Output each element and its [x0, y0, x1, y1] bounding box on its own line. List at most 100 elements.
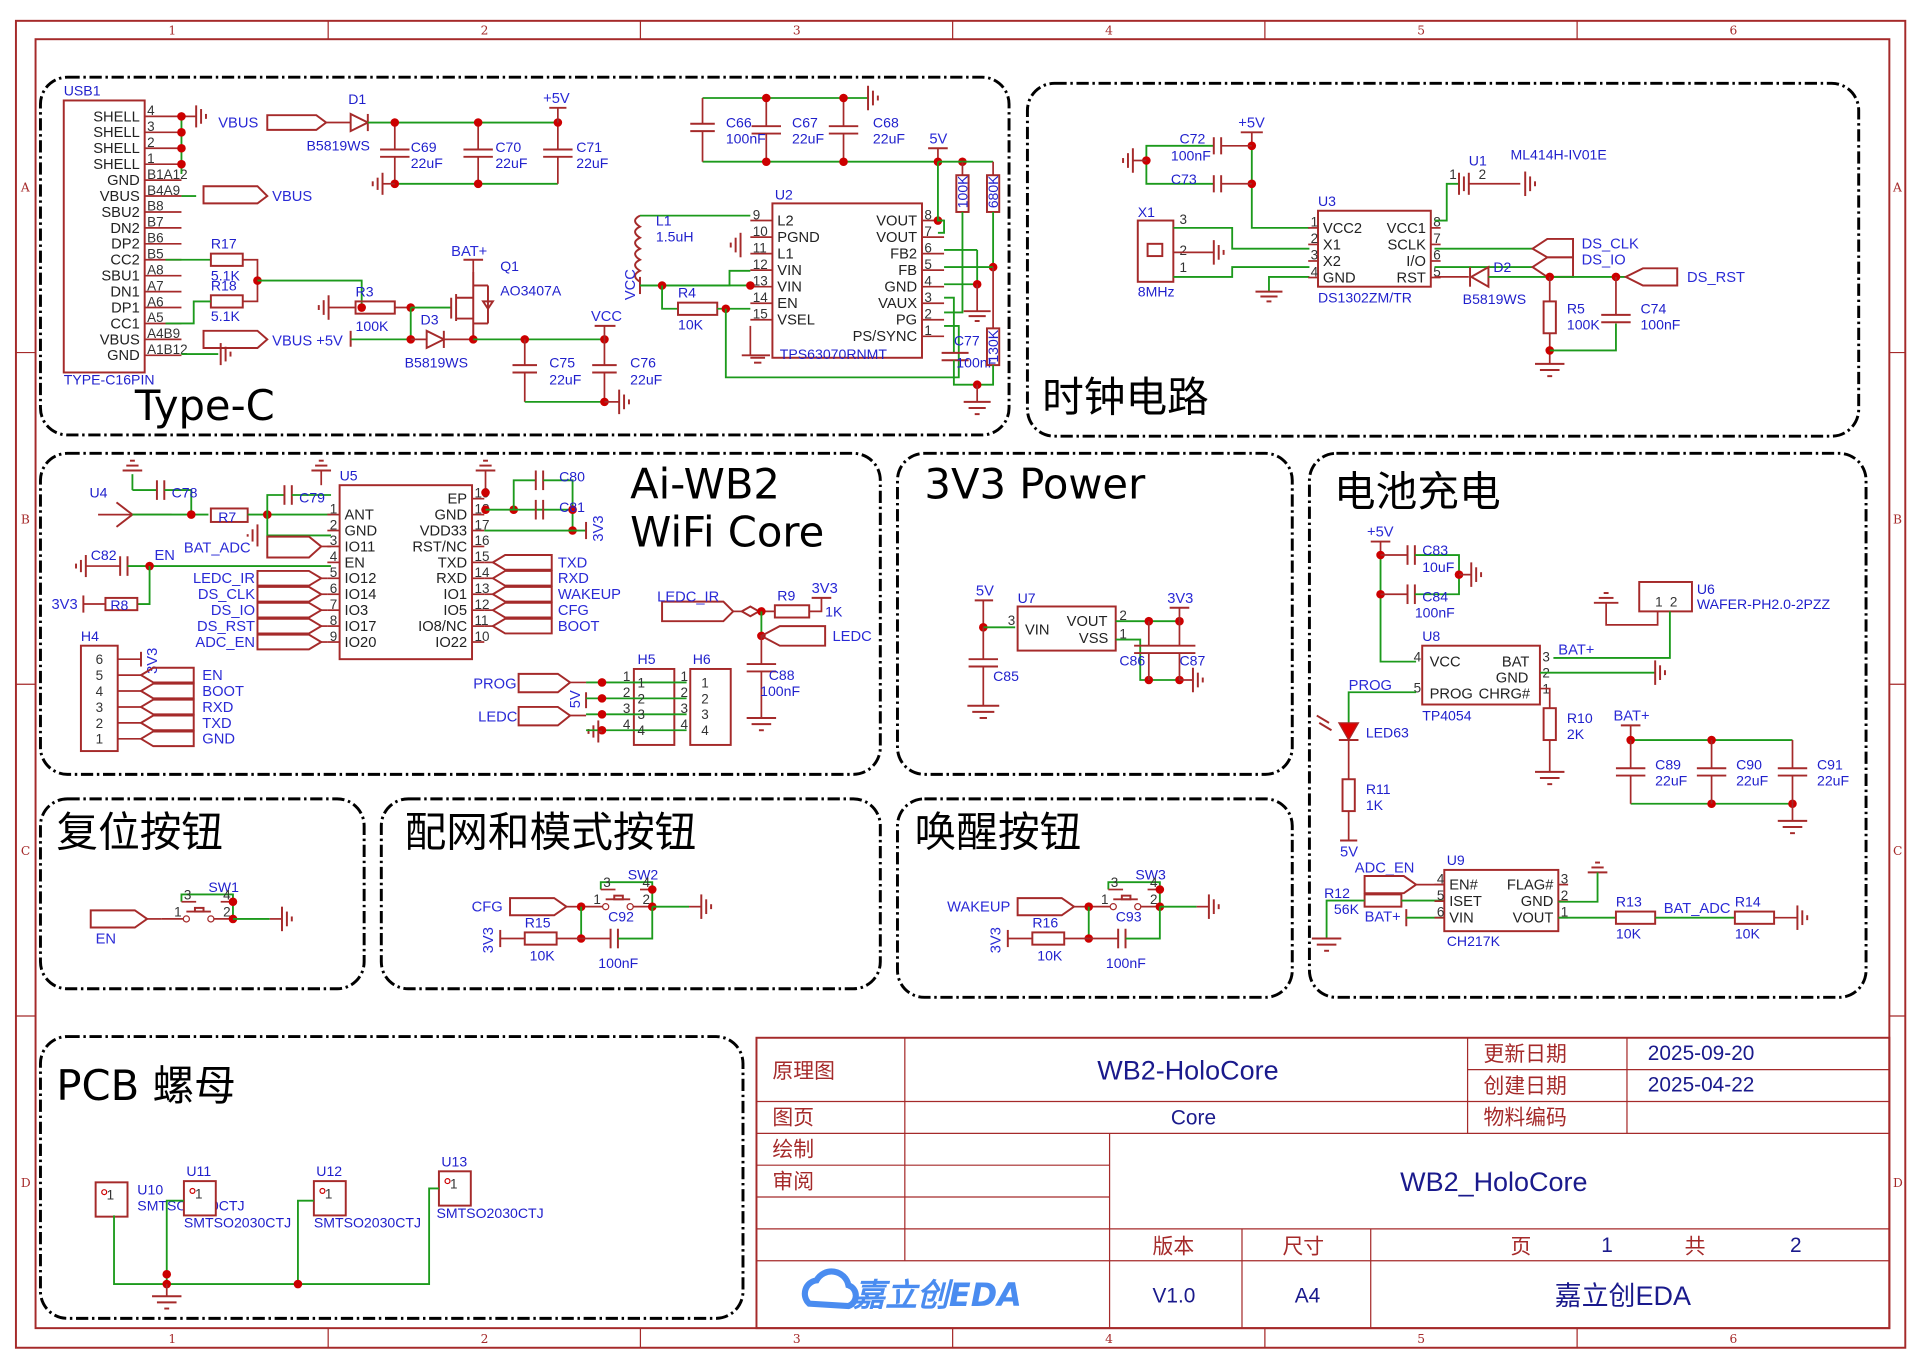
net-label: ADC_EN [195, 635, 255, 651]
usb1-pin-number: 1 [147, 151, 155, 166]
resistor-val: 10K [1037, 948, 1063, 964]
ground-icon [750, 356, 766, 364]
u6-pin2: 2 [1670, 594, 1678, 609]
pin-name: IO20 [345, 635, 377, 651]
r12-resistor[interactable] [1363, 893, 1403, 908]
u8-body[interactable] [1421, 644, 1541, 706]
r680k-val: 680K [985, 175, 1001, 208]
r18-resistor[interactable] [209, 294, 244, 309]
l1-inductor[interactable] [634, 214, 643, 283]
u9-bat-adc-label: BAT_ADC [1664, 901, 1731, 917]
u7-pin3: 3 [1008, 613, 1016, 628]
u9-ref: U9 [1447, 852, 1465, 868]
usb1-body[interactable] [62, 99, 146, 374]
u7-vout: VOUT [1067, 614, 1108, 630]
ground-icon [317, 295, 330, 320]
switch-pin: 4 [223, 887, 231, 902]
h6-pin-number: 3 [680, 701, 688, 716]
nut-body[interactable] [182, 1180, 217, 1217]
nut-part: SMTSO2030CTJ [184, 1215, 291, 1231]
column-label: 6 [1730, 1332, 1738, 1346]
h4-connector[interactable] [79, 644, 119, 753]
nut-body[interactable] [312, 1180, 347, 1217]
led63-icon[interactable] [1337, 722, 1360, 742]
r5-resistor[interactable] [1542, 300, 1557, 335]
net-flag [256, 601, 324, 619]
net-flag [256, 633, 324, 651]
d2-diode[interactable] [1469, 265, 1490, 289]
u2-ref: U2 [775, 187, 793, 203]
net-flag [490, 585, 553, 603]
switch-ref: SW2 [628, 867, 659, 883]
x1-crystal[interactable] [1136, 219, 1175, 283]
nut-body[interactable] [94, 1181, 129, 1218]
tb-sheet-value: 1 [1601, 1234, 1613, 1257]
pin-number: 8 [1433, 215, 1441, 230]
d1-diode[interactable] [349, 112, 371, 133]
pin-number: 1 [1311, 215, 1319, 230]
c84-val: 100nF [1415, 605, 1455, 621]
usb1-pin-name: SHELL [93, 109, 140, 125]
pin-number: 6 [924, 240, 932, 255]
u3-body[interactable] [1317, 209, 1432, 288]
r9-3v3-label: 3V3 [812, 581, 838, 597]
u9-body[interactable] [1443, 868, 1560, 933]
usb1-pin-number: A8 [147, 262, 163, 277]
switch-ref: SW3 [1135, 867, 1166, 883]
r9-resistor[interactable] [773, 604, 811, 619]
batt-prog-label: PROG [1349, 678, 1392, 694]
h6-connector[interactable] [689, 667, 732, 746]
column-label: 4 [1105, 1332, 1113, 1346]
d3-diode[interactable] [425, 329, 447, 350]
pin-name: GND [1323, 270, 1356, 286]
batp-label: BAT+ [451, 244, 487, 260]
r13-resistor[interactable] [1614, 910, 1657, 925]
pin-name: VIN [777, 263, 801, 279]
r11-resistor[interactable] [1341, 778, 1356, 813]
switch-pin: 4 [1150, 875, 1158, 890]
switch-net-label: EN [96, 931, 116, 947]
u2-body[interactable] [771, 202, 923, 359]
tb-size-label: 尺寸 [1282, 1234, 1324, 1258]
ledc-ir-flag [661, 600, 735, 623]
r10-ref: R10 [1567, 710, 1593, 726]
capacitor-ref: C92 [608, 908, 634, 924]
usb1-part: TYPE-C16PIN [64, 372, 155, 388]
c76-val: 22uF [630, 372, 662, 388]
r11-ref: R11 [1366, 781, 1391, 797]
pin-number: 17 [474, 517, 489, 532]
r17-resistor[interactable] [209, 252, 244, 267]
switch-pin: 4 [642, 875, 650, 890]
u6-connector[interactable] [1638, 581, 1693, 613]
pin-number: 15 [753, 307, 768, 322]
r4-resistor[interactable] [677, 301, 719, 316]
nut-body[interactable] [437, 1170, 472, 1207]
r14-resistor[interactable] [1733, 910, 1776, 925]
u8-num-4: 4 [1414, 650, 1422, 665]
u5-body[interactable] [338, 484, 474, 661]
caps-batp-label: BAT+ [1613, 708, 1649, 724]
pin-number: 10 [753, 224, 768, 239]
bat-adc-flag [266, 535, 323, 559]
jlc-logo: 嘉立创EDA [801, 1268, 1022, 1314]
c83-ref: C83 [1422, 542, 1448, 558]
ds-rst-flag [1623, 267, 1679, 287]
u7-regulator[interactable] [1016, 605, 1117, 652]
r4-val: 10K [678, 317, 704, 333]
ground-icon [1212, 240, 1225, 265]
r10-resistor[interactable] [1542, 707, 1557, 742]
x1-val: 8MHz [1138, 284, 1175, 300]
column-label: 1 [168, 1332, 176, 1346]
q1-mosfet[interactable] [450, 272, 495, 340]
net-flag [490, 569, 553, 587]
ground-icon [195, 105, 207, 128]
switch-3v3-label: 3V3 [988, 927, 1004, 953]
h4-pin-number: 3 [96, 700, 104, 715]
x1-ref: X1 [1138, 204, 1155, 220]
bat-adc-label: BAT_ADC [184, 541, 251, 557]
h4-pin-number: 6 [96, 652, 104, 667]
usb1-pin-number: A1B12 [147, 342, 187, 357]
c90-val: 22uF [1736, 772, 1768, 788]
h5-pin-number: 3 [623, 701, 631, 716]
